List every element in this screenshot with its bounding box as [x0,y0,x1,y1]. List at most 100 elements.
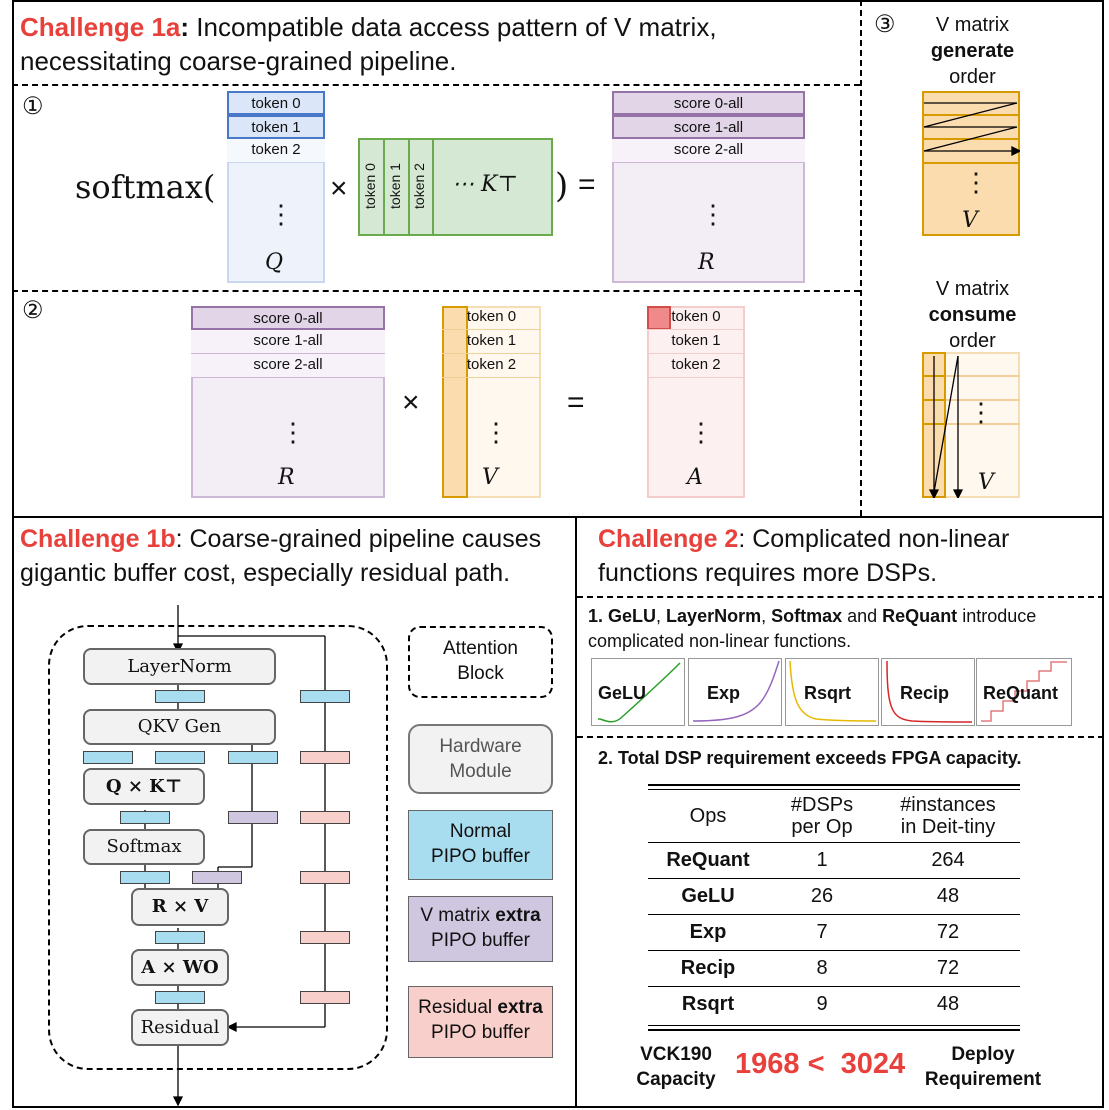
legend-normal-line2: PIPO buffer [431,846,530,867]
challenge-2-text1: Complicated non-linear [745,525,1010,553]
legend-attn-line2: Block [457,663,504,684]
header-dsps: #DSPs per Op [790,794,854,838]
k-matrix [358,138,553,236]
v-extra-pipo-2 [192,871,242,884]
rsqrt-curve [789,660,877,722]
func-rsqrt-plot: Rsqrt [785,658,879,726]
q-token-1: token 1 [227,115,325,139]
q-token-0: token 0 [227,91,325,115]
colon: : [175,525,183,553]
legend-hw-line1: Hardware [439,736,522,757]
func-gelu-plot: GeLU [591,658,685,726]
q-vdots: ⋮ [268,200,294,230]
v-label: V [482,465,498,490]
requirement-line2: Requirement [924,1069,1042,1090]
a-token-0: token 0 [647,306,745,330]
con-line3: order [949,330,996,352]
row-op: Recip [680,957,736,979]
capacity-line1: VCK190 [640,1044,712,1065]
gen-order-arrows [922,102,1020,164]
dashed-divider-c2b [577,736,1104,738]
row-dsps: 8 [816,957,828,979]
row-dsps: 9 [816,993,828,1016]
challenge-1a-title: Challenge 1a: Incompatible data access p… [20,10,860,78]
k-token-1: token 1 [387,163,403,209]
point-1-gelu: GeLU [608,606,657,626]
a-label: A [687,465,703,490]
row-dsps: 7 [816,921,828,943]
colon: : [738,525,746,553]
v-first-column [442,306,468,498]
legend-v-line1: V matrix [420,905,496,926]
con-v-label: V [978,470,994,495]
softmax-block: Softmax [83,829,205,865]
section-divider-h [12,516,1104,518]
recip-label: Recip [900,683,950,703]
requirement-value: 3024 [840,1048,906,1080]
normal-pipo-4 [228,751,278,764]
close-paren: ) [555,166,569,206]
point-1-requant: ReQuant [882,606,958,626]
res-extra-pipo-4 [300,931,350,944]
challenge-1a-label: Challenge 1a [20,12,181,42]
gen-v-label: V [962,208,978,233]
equals-1: = [578,168,596,201]
layernorm-block: LayerNorm [83,648,276,685]
legend-res-line1: Residual [418,997,498,1018]
table-bottom-rule [648,1024,1020,1026]
q-token-2: token 2 [227,139,325,163]
v-token-1: token 1 [442,330,541,354]
exp-label: Exp [707,683,741,703]
a-vdots: ⋮ [688,418,714,448]
step-1-marker: ① [22,93,44,120]
normal-pipo-9 [300,690,350,703]
row-op: ReQuant [666,849,750,871]
gen-line2: generate [930,40,1015,62]
qkv-gen-block: QKV Gen [83,709,276,745]
table-top-rule [648,784,1020,786]
rv-block: R × V [131,888,229,926]
normal-pipo-7 [155,931,205,944]
challenge-2-title: Challenge 2: Complicated non-linear func… [598,522,1098,590]
point-1-text: 1. GeLU, LayerNorm, Softmax and ReQuant … [588,604,1103,654]
point-1-prefix: 1. [588,606,609,626]
normal-pipo-3 [155,751,205,764]
gen-vdots: ⋮ [963,168,989,198]
step-2-marker: ② [22,297,44,324]
row-op: Exp [689,921,727,943]
k-col-divider-2 [408,138,410,236]
k-token-0: token 0 [362,163,378,209]
v-vdots: ⋮ [483,418,509,448]
outer-frame [12,0,1104,1108]
normal-pipo-8 [155,991,205,1004]
func-recip-plot: Recip [881,658,975,726]
challenge-1b-title: Challenge 1b: Coarse-grained pipeline ca… [20,522,575,590]
point-2-text: 2. Total DSP requirement exceeds FPGA ca… [598,748,1022,768]
point-1-layernorm: LayerNorm [666,606,762,626]
challenge-1a-text1: Incompatible data access pattern of V ma… [189,12,717,42]
r-score-0: score 0-all [612,91,805,115]
r-vdots-2: ⋮ [280,418,306,448]
row-op: GeLU [681,885,735,907]
challenge-2-text2: functions requires more DSPs. [598,559,938,587]
con-line1: V matrix [935,278,1010,300]
capacity-line2: Capacity [636,1069,716,1090]
comparison-sign: < [807,1048,825,1080]
capacity-value: 1968 [735,1048,800,1080]
challenge-2-label: Challenge 2 [598,525,739,553]
recip-curve [886,660,973,723]
softmax-text: softmax( [75,168,216,206]
gen-line1: V matrix [935,14,1010,36]
gelu-label: GeLU [598,683,647,703]
table-bottom-rule-2 [648,1028,1020,1031]
r2-score-1: score 1-all [191,330,385,354]
res-extra-pipo-5 [300,991,350,1004]
times-2: × [402,386,420,419]
v-token-0: token 0 [442,306,541,330]
requant-steps [981,661,1067,722]
